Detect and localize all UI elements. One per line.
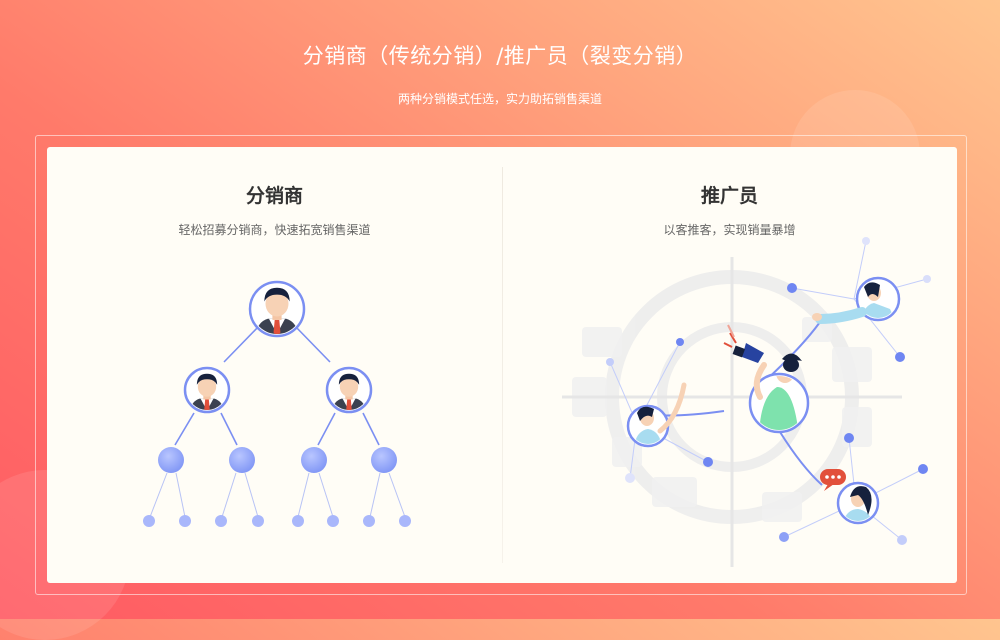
second-level-distributor-avatar: [325, 366, 373, 414]
promoter-network-illustration: [562, 237, 931, 567]
leaf-nodes: [143, 515, 411, 527]
invited-customer-avatar: [626, 382, 687, 448]
central-promoter-avatar: [748, 353, 810, 434]
content-frame: [35, 135, 967, 595]
promoter-column: 推广员 以客推客，实现销量暴增: [502, 147, 957, 583]
distributor-title: 分销商: [245, 185, 303, 207]
hero-title: 分销商（传统分销）/推广员（裂变分销）: [302, 44, 698, 68]
second-level-distributor-avatar: [183, 366, 231, 414]
megaphone-icon: [723, 324, 764, 363]
distributor-column: 分销商 轻松招募分销商，快速拓宽销售渠道: [47, 147, 502, 583]
promoter-title: 推广员: [700, 185, 758, 207]
distributor-tree-illustration: [143, 280, 411, 527]
distributor-subtitle: 轻松招募分销商，快速拓宽销售渠道: [178, 223, 371, 237]
network-nodes: [606, 237, 931, 545]
tree-connectors: [174, 324, 380, 446]
map-roads: [562, 257, 902, 567]
third-level-nodes: [158, 447, 397, 473]
hero-subtitle: 两种分销模式任选，实力助拓销售渠道: [397, 92, 602, 106]
tree-leaf-connectors: [149, 472, 406, 518]
promoter-subtitle: 以客推客，实现销量暴增: [663, 223, 796, 237]
chat-bubble-icon: [820, 469, 846, 491]
top-distributor-avatar: [248, 280, 306, 338]
panel-divider: [502, 167, 503, 563]
invited-customer-avatar: [836, 481, 880, 525]
invited-customer-avatar: [812, 276, 901, 324]
feature-panel: 分销商 轻松招募分销商，快速拓宽销售渠道: [47, 147, 957, 583]
